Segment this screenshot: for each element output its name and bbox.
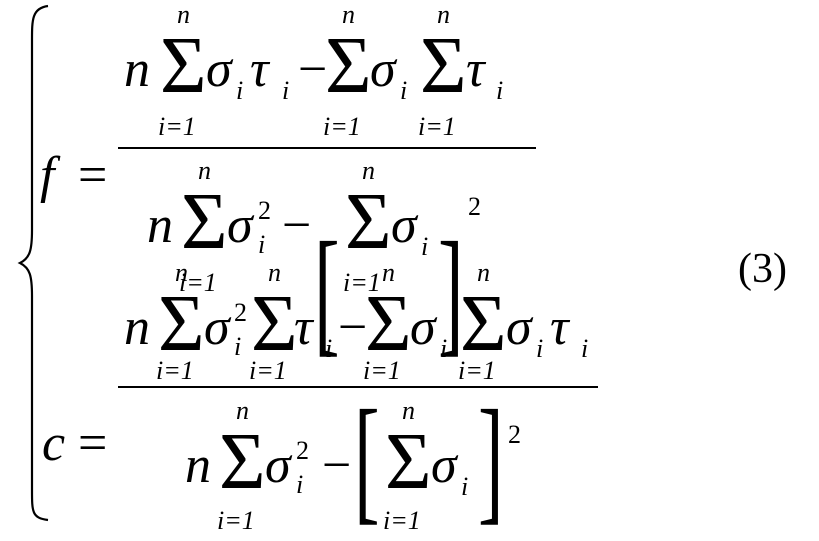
sum-upper: n — [477, 258, 490, 287]
sigma: σ — [391, 197, 417, 254]
sub-i: i — [400, 76, 408, 105]
sigma: σ — [265, 437, 291, 494]
sum-sign: Σ — [251, 280, 298, 368]
minus-sign: − — [298, 41, 328, 98]
sub-i: i — [296, 470, 304, 499]
sub-i: i — [421, 232, 429, 261]
sum-lower: i=1 — [383, 506, 421, 535]
right-bracket: ] — [478, 382, 504, 537]
tau: τ — [466, 41, 485, 98]
sum-sign: Σ — [219, 418, 266, 506]
sum-sign: Σ — [181, 178, 228, 266]
sigma: σ — [410, 299, 436, 356]
exponent-2: 2 — [258, 196, 271, 225]
n-term: n — [124, 41, 150, 98]
sum-upper: n — [382, 258, 395, 287]
sigma: σ — [431, 437, 457, 494]
sum-lower: i=1 — [156, 356, 194, 385]
lhs-f: f — [40, 147, 55, 204]
minus-sign: − — [282, 197, 312, 254]
sigma: σ — [506, 299, 532, 356]
sum-upper: n — [175, 258, 188, 287]
equation-number: (3) — [738, 246, 787, 292]
sigma: σ — [204, 299, 230, 356]
sub-i: i — [440, 334, 448, 363]
n-term: n — [124, 299, 150, 356]
sum-lower: i=1 — [458, 356, 496, 385]
n-term: n — [185, 437, 211, 494]
sub-i: i — [282, 76, 290, 105]
sigma: σ — [206, 41, 232, 98]
exponent-2: 2 — [296, 436, 309, 465]
left-brace — [17, 4, 49, 522]
lhs-c: c — [42, 415, 66, 472]
sum-lower: i=1 — [323, 112, 361, 141]
equals-sign: = — [78, 415, 108, 472]
sum-lower: i=1 — [179, 268, 217, 297]
sum-upper: n — [177, 0, 190, 29]
sum-lower: i=1 — [158, 112, 196, 141]
sub-i: i — [581, 334, 589, 363]
sum-sign: Σ — [385, 418, 432, 506]
sum-upper: n — [198, 156, 211, 185]
sum-lower: i=1 — [343, 268, 381, 297]
fraction-bar-c — [118, 386, 598, 388]
left-bracket: [ — [314, 214, 340, 369]
sum-sign: Σ — [420, 22, 467, 110]
sum-lower: i=1 — [249, 356, 287, 385]
sum-lower: i=1 — [217, 506, 255, 535]
exponent-2: 2 — [468, 192, 481, 221]
tau: τ — [294, 299, 313, 356]
sum-sign: Σ — [460, 280, 507, 368]
tau: τ — [250, 41, 269, 98]
sum-lower: i=1 — [363, 356, 401, 385]
sum-lower: i=1 — [418, 112, 456, 141]
sum-upper: n — [362, 156, 375, 185]
sub-i: i — [461, 472, 469, 501]
exponent-2: 2 — [234, 298, 247, 327]
minus-sign: − — [338, 299, 368, 356]
sum-sign: Σ — [158, 280, 205, 368]
sum-sign: Σ — [325, 22, 372, 110]
sum-upper: n — [268, 258, 281, 287]
sub-i: i — [536, 334, 544, 363]
right-bracket: ] — [438, 214, 464, 369]
left-bracket: [ — [354, 382, 380, 537]
sum-upper: n — [236, 396, 249, 425]
sum-upper: n — [437, 0, 450, 29]
sub-i: i — [236, 76, 244, 105]
sigma: σ — [370, 41, 396, 98]
sub-i: i — [234, 332, 242, 361]
fraction-bar-f — [118, 147, 536, 149]
sub-i: i — [325, 334, 333, 363]
sum-sign: Σ — [345, 178, 392, 266]
tau: τ — [550, 299, 569, 356]
sub-i: i — [258, 230, 266, 259]
sum-sign: Σ — [160, 22, 207, 110]
sub-i: i — [496, 76, 504, 105]
sum-upper: n — [402, 396, 415, 425]
n-term: n — [147, 197, 173, 254]
exponent-2: 2 — [508, 420, 521, 449]
sigma: σ — [227, 197, 253, 254]
sum-sign: Σ — [365, 280, 412, 368]
equals-sign: = — [78, 147, 108, 204]
sum-upper: n — [342, 0, 355, 29]
minus-sign: − — [322, 437, 352, 494]
